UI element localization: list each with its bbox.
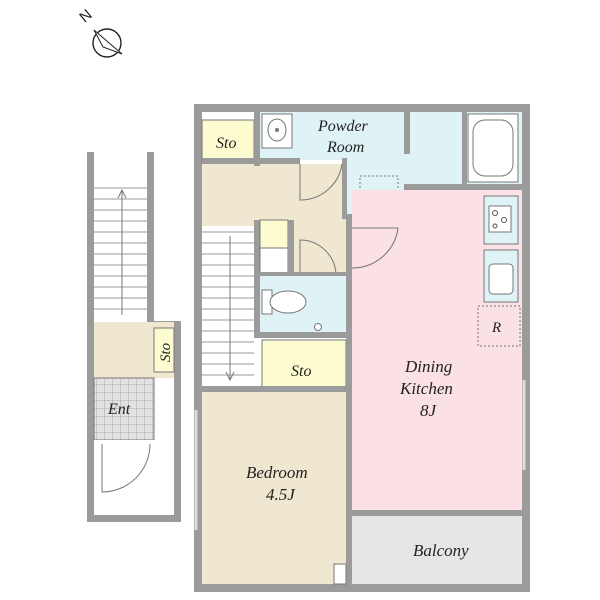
entrance-floor	[93, 377, 155, 441]
dining-kitchen-label-2: Kitchen	[399, 379, 453, 398]
inner-hall	[294, 220, 346, 276]
stair-down-arrow-icon	[225, 236, 235, 382]
bedroom-size: 4.5J	[266, 485, 296, 504]
kitchen-sink-icon	[483, 249, 519, 303]
dining-kitchen-size: 8J	[420, 401, 438, 420]
bedroom-closet-sliver	[333, 563, 347, 585]
stairs-upper-treads	[94, 187, 147, 310]
entrance-stair-section: Sto Ent	[87, 152, 181, 522]
storage-entrance-label: Sto	[158, 342, 174, 362]
storage-mid-label: Sto	[291, 363, 311, 380]
storage-entrance	[153, 327, 175, 373]
compass-north-label: N	[76, 6, 95, 26]
toilet-room	[254, 272, 348, 338]
fridge-space	[477, 305, 521, 347]
north-compass-icon: N	[76, 6, 123, 58]
balcony-label: Balcony	[413, 541, 469, 560]
balcony	[352, 516, 522, 584]
stove-icon	[483, 195, 519, 245]
toilet-icon	[261, 289, 322, 331]
stairs-interior	[202, 220, 260, 386]
sink-icon	[261, 113, 293, 149]
closet-small-1	[259, 219, 289, 249]
stairs-upper	[94, 170, 147, 322]
bathtub-icon	[472, 119, 514, 177]
upper-hall	[202, 164, 350, 226]
bathroom	[410, 112, 522, 190]
entrance-label: Ent	[107, 401, 131, 418]
bedroom	[202, 392, 348, 584]
closet-small-2	[259, 247, 289, 275]
dining-kitchen-label-1: Dining	[404, 357, 452, 376]
fridge-label: R	[491, 320, 501, 336]
stair-up-arrow-icon	[117, 188, 127, 315]
powder-room-label-1: Powder	[317, 118, 369, 135]
powder-room-label-2: Room	[326, 139, 364, 156]
exterior-walls	[194, 104, 530, 592]
storage-top-label: Sto	[216, 135, 236, 152]
bedroom-label: Bedroom	[246, 463, 308, 482]
